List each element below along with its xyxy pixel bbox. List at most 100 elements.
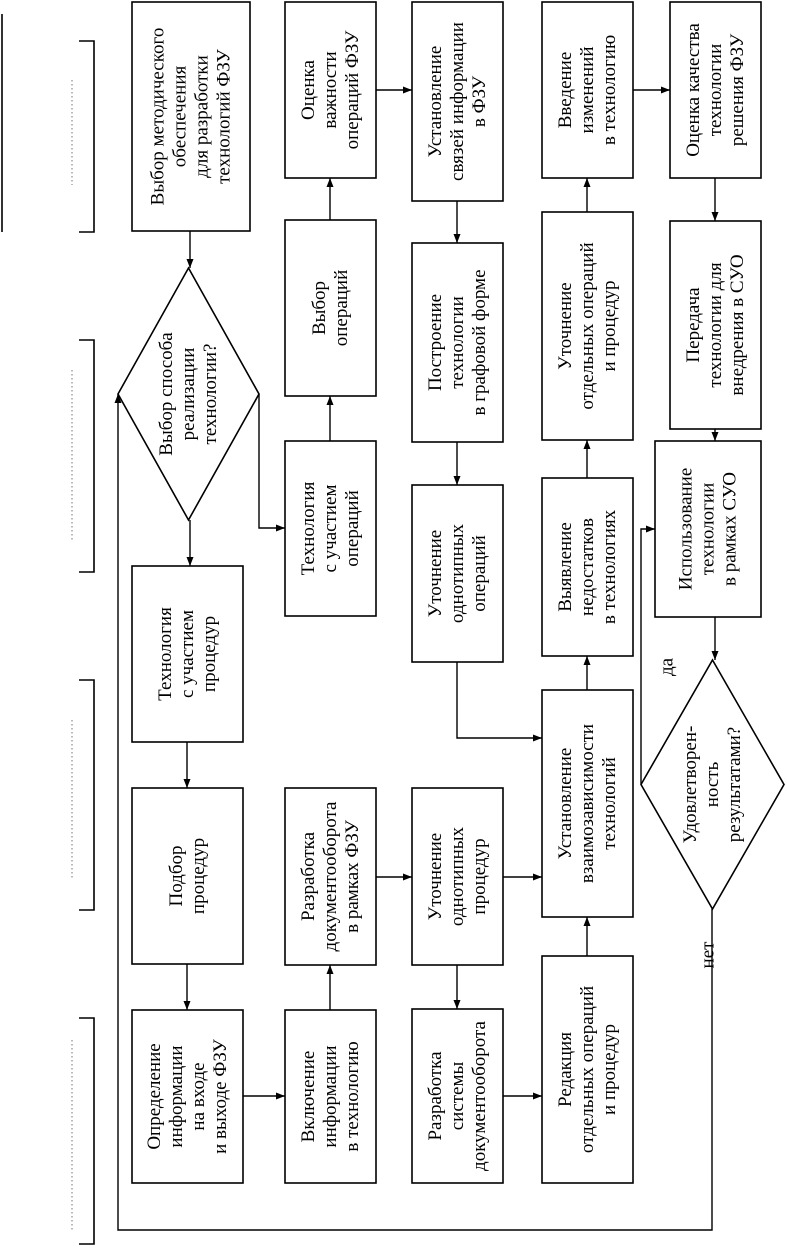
node-label-line: операций <box>331 270 352 347</box>
node-label-line: отдельных операций <box>577 242 598 409</box>
node-label-line: в технологию <box>342 1041 363 1151</box>
process-box <box>411 1 504 202</box>
node-label-line: важности <box>320 51 341 128</box>
node-label-line: Уточнение <box>425 530 446 617</box>
node-label-line: операций <box>342 490 363 567</box>
node-label-line: связей информации <box>447 22 468 181</box>
node-label-line: для разработки <box>192 55 213 178</box>
node-label-line: Разработка <box>425 1051 446 1141</box>
node-label-line: документооборота <box>469 1020 490 1171</box>
edges <box>114 86 719 1231</box>
decision-diamond <box>117 266 260 522</box>
node-label-line: информации <box>166 1045 187 1147</box>
process-box <box>411 484 504 663</box>
node-label-line: Технология <box>298 481 319 575</box>
decision-diamond <box>640 658 785 911</box>
node-label-line: и процедур <box>599 280 620 371</box>
process-box <box>411 787 504 966</box>
node-label-line: процедур <box>469 838 490 914</box>
node-label-line: в технологиях <box>599 509 620 624</box>
node-label-line: и выходе ФЗУ <box>210 1039 231 1154</box>
process-box <box>131 565 244 743</box>
node-label-line: внедрения в СУО <box>727 254 748 395</box>
node-label-line: Включение <box>298 1051 319 1143</box>
node-label-line: процедур <box>199 616 220 692</box>
node-label-line: однотипных <box>447 826 468 926</box>
node-label-line: технологии для <box>705 262 726 387</box>
node-label-line: на входе <box>188 1062 209 1130</box>
node-label-line: Редакция <box>555 1032 576 1107</box>
node-label-line: в технологию <box>599 35 620 145</box>
node-label-line: технологий ФЗУ <box>214 49 235 184</box>
edge-sameops-to-interdep <box>456 662 542 742</box>
node-label-line: Установление <box>555 748 576 860</box>
node-label-line: технологии <box>705 44 726 137</box>
node-label-line: Оценка качества <box>683 23 704 157</box>
node-label-line: Удовлетворен- <box>680 726 701 844</box>
node-label-line: информации <box>320 1045 341 1147</box>
process-box <box>284 787 377 966</box>
process-box <box>541 1 634 179</box>
node-label-line: результатами? <box>724 727 745 842</box>
node-label-line: в ФЗУ <box>469 75 490 127</box>
process-box <box>541 477 634 657</box>
node-label-line: в графовой форме <box>469 270 490 416</box>
node-label-line: Использование <box>676 468 697 591</box>
node-label-line: процедур <box>188 838 209 914</box>
process-box <box>284 219 377 397</box>
branch-label-no: нет <box>698 941 719 969</box>
node-label-line: технологии? <box>200 344 221 445</box>
process-box <box>541 211 634 441</box>
node-label-line: документооборота <box>320 801 341 952</box>
process-box <box>669 220 762 430</box>
node-label-line: технологий <box>599 757 620 850</box>
branch-label-yes: да <box>657 657 678 676</box>
edge-satisfied-yes-to-use <box>640 525 655 784</box>
node-label-line: Разработка <box>298 831 319 921</box>
node-label-line: с участием <box>177 610 198 698</box>
node-label-line: Определение <box>144 1043 165 1149</box>
node-label-line: технологии <box>698 483 719 576</box>
process-box <box>284 1 377 179</box>
node-label-line: реализации <box>178 348 199 441</box>
node-label-line: системы <box>447 1061 468 1130</box>
node-label-line: и процедур <box>599 1024 620 1115</box>
edge-decision-to-techops <box>258 394 285 532</box>
node-label-line: в рамках СУО <box>720 472 741 586</box>
node-label-line: Построение <box>425 294 446 391</box>
node-label-line: Выбор методического <box>148 28 169 206</box>
stage-bracket-3 <box>79 339 95 573</box>
stage-bracket-2 <box>79 40 95 233</box>
stage-brackets <box>1 14 95 1245</box>
node-label-line: обеспечения <box>170 66 191 168</box>
node-label-line: однотипных <box>447 523 468 623</box>
node-label-line: Оценка <box>298 60 319 120</box>
process-box <box>284 1009 377 1184</box>
node-label-line: решения ФЗУ <box>727 33 748 146</box>
node-label-line: ность <box>702 761 723 807</box>
node-label-line: в рамках ФЗУ <box>342 820 363 933</box>
node-label-line: Установление <box>425 46 446 158</box>
process-box <box>654 440 762 618</box>
node-label-line: Введение <box>555 52 576 129</box>
node-label-line: с участием <box>320 484 341 572</box>
node-label-line: Подбор <box>166 845 187 906</box>
